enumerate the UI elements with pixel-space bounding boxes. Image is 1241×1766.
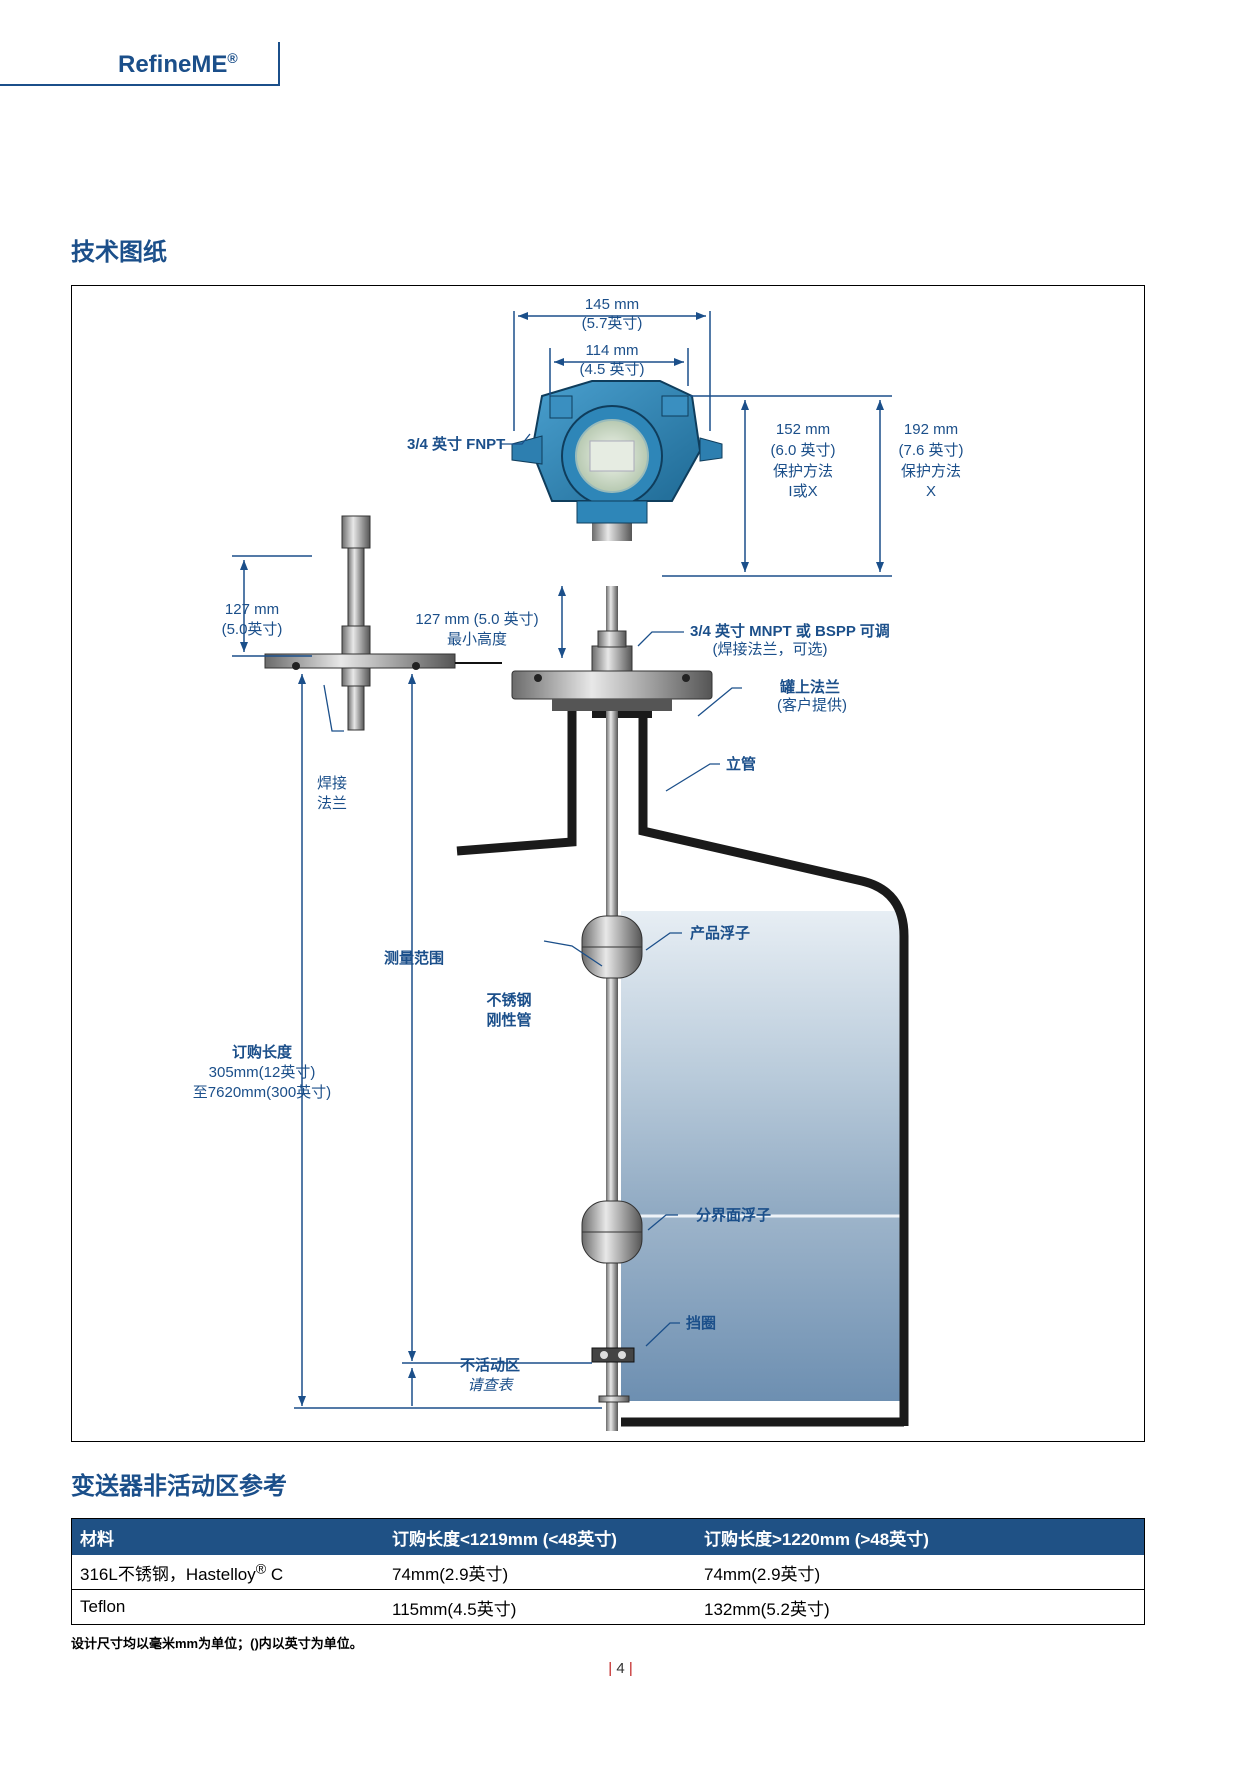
cell-material: Teflon — [71, 1589, 384, 1625]
product-float — [581, 915, 643, 979]
stop-collar-label: 挡圈 — [686, 1314, 716, 1332]
dim-min-height-label: 最小高度 — [447, 631, 507, 648]
dim-outer-width: 145 mm — [585, 296, 639, 313]
inactive-zone-label: 不活动区 — [460, 1356, 520, 1374]
dim-height-2: 192 mm — [904, 421, 958, 438]
col-header-material: 材料 — [71, 1518, 384, 1555]
mnpt-sub: (焊接法兰，可选) — [713, 641, 828, 658]
mnpt-label: 3/4 英寸 MNPT 或 BSPP 可调 — [690, 622, 890, 640]
col-header-short: 订购长度<1219mm (<48英寸) — [384, 1518, 696, 1555]
conduit-label: 3/4 英寸 FNPT — [407, 435, 505, 453]
cell-long: 74mm(2.9英寸) — [696, 1555, 1145, 1590]
page-number: | 4 | — [608, 1660, 633, 1677]
table-header-row: 材料 订购长度<1219mm (<48英寸) 订购长度>1220mm (>48英… — [71, 1518, 1145, 1555]
material-text: 316L不锈钢，Hastelloy — [80, 1564, 256, 1584]
col-header-long: 订购长度>1220mm (>48英寸) — [696, 1518, 1145, 1555]
inactive-zone-table: 材料 订购长度<1219mm (<48英寸) 订购长度>1220mm (>48英… — [71, 1518, 1145, 1625]
section-title-drawing: 技术图纸 — [71, 239, 167, 266]
header-rule — [0, 84, 280, 86]
order-length-range-2: 至7620mm(300英寸) — [193, 1083, 331, 1101]
weld-flange-detail — [264, 515, 502, 731]
cell-long: 132mm(5.2英寸) — [696, 1589, 1145, 1625]
dim-height-2-in: (7.6 英寸) — [898, 441, 963, 459]
dim-min-height: 127 mm (5.0 英寸) — [415, 610, 538, 628]
dim-height-1: 152 mm — [776, 421, 830, 438]
stainless-tube — [606, 586, 618, 1431]
order-length-label: 订购长度 — [232, 1043, 293, 1061]
dim-weld-height: 127 mm — [225, 601, 279, 618]
cell-short: 74mm(2.9英寸) — [384, 1555, 696, 1590]
brand-logo: RefineME® — [118, 50, 238, 79]
dim-height-2-protection: 保护方法 — [901, 463, 961, 480]
compression-fitting — [591, 630, 633, 672]
dim-height-1-in: (6.0 英寸) — [770, 441, 835, 459]
tube-label-2: 刚性管 — [486, 1011, 531, 1029]
dim-inner-width-in: (4.5 英寸) — [579, 360, 644, 378]
tank-flange-label: 罐上法兰 — [779, 678, 840, 696]
table-row: 316L不锈钢，Hastelloy® C 74mm(2.9英寸) 74mm(2.… — [71, 1555, 1145, 1590]
dim-height-2-protection-type: X — [926, 483, 936, 500]
cell-short: 115mm(4.5英寸) — [384, 1589, 696, 1625]
measurement-range-label: 测量范围 — [384, 949, 444, 967]
weld-flange-label-2: 法兰 — [317, 795, 347, 812]
riser-label: 立管 — [726, 755, 756, 773]
product-float-label: 产品浮子 — [690, 924, 750, 942]
leader-lines — [323, 433, 742, 1347]
dim-outer-width-in: (5.7英寸) — [582, 314, 643, 332]
registered-mark: ® — [255, 1560, 267, 1577]
dim-inner-width: 114 mm — [585, 342, 638, 359]
cell-material: 316L不锈钢，Hastelloy® C — [71, 1555, 384, 1590]
stop-collar — [591, 1347, 635, 1403]
weld-flange-label-1: 焊接 — [317, 775, 347, 792]
interface-float — [581, 1200, 643, 1264]
dim-height-1-protection: 保护方法 — [773, 463, 833, 480]
dimension-arrows — [240, 312, 884, 1406]
technical-drawing: 145 mm (5.7英寸) 114 mm (4.5 英寸) 152 mm (6… — [193, 296, 964, 1431]
brand-text: RefineME — [118, 51, 228, 78]
units-note: 设计尺寸均以毫米mm为单位；()内以英寸为单位。 — [71, 1636, 363, 1651]
table-row: Teflon 115mm(4.5英寸) 132mm(5.2英寸) — [71, 1589, 1145, 1625]
tank-flange-sub: (客户提供) — [777, 697, 847, 714]
brand-mark: ® — [227, 50, 238, 66]
technical-drawing-frame: 145 mm (5.7英寸) 114 mm (4.5 英寸) 152 mm (6… — [71, 285, 1145, 1442]
page-number-value: 4 — [616, 1660, 625, 1677]
tank-flange — [511, 670, 713, 711]
material-tail: C — [266, 1564, 284, 1584]
dim-weld-height-in: (5.0英寸) — [222, 620, 283, 638]
tube-label-1: 不锈钢 — [486, 991, 531, 1009]
dimension-lines — [232, 311, 892, 1409]
dim-height-1-protection-type: I或X — [788, 483, 817, 500]
inactive-zone-note: 请查表 — [467, 1377, 514, 1394]
header-rule-vertical — [278, 42, 280, 86]
order-length-range-1: 305mm(12英寸) — [209, 1063, 316, 1081]
section-title-table: 变送器非活动区参考 — [71, 1473, 287, 1500]
tank-liquid — [621, 911, 902, 1401]
interface-float-label: 分界面浮子 — [696, 1206, 771, 1224]
transmitter-housing — [511, 380, 723, 541]
tank-wall — [456, 710, 909, 1427]
